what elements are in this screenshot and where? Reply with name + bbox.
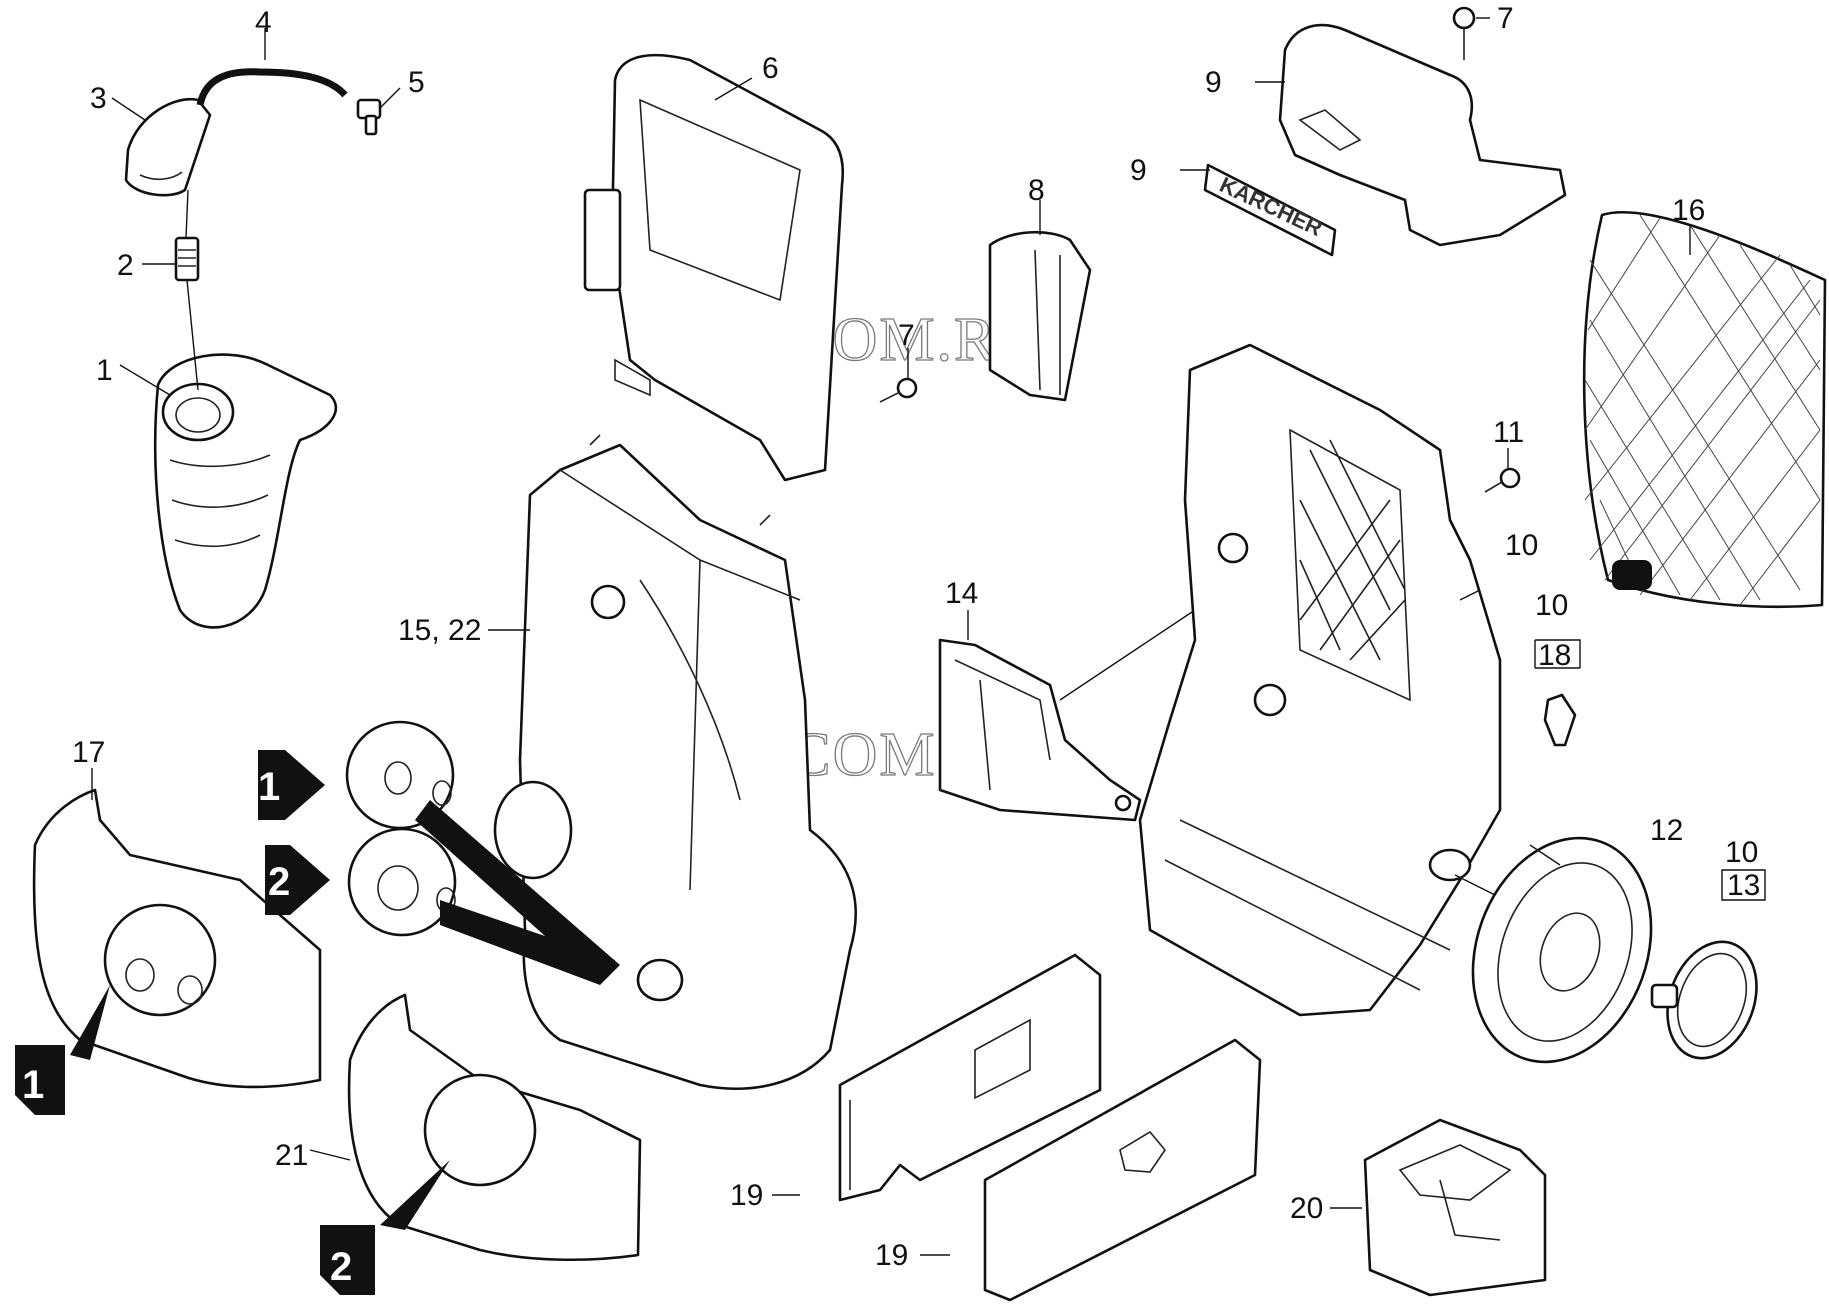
zoom-detail-variant-1-cover — [70, 903, 217, 1060]
callout-1: 1 — [96, 354, 113, 387]
callout-10b: 10 — [1535, 589, 1568, 622]
part-rear-frame — [1138, 343, 1516, 1017]
part-screw-b — [1452, 6, 1476, 60]
callout-numbers: 1 2 3 4 5 6 7 7 8 9 9 10 10 10 11 12 13 … — [72, 2, 1760, 1272]
callout-14: 14 — [945, 577, 978, 610]
callout-19a: 19 — [730, 1179, 763, 1212]
part-top-cover — [1278, 23, 1567, 247]
variant-badge-1-housing: 1 — [258, 750, 325, 820]
part-wheel — [1471, 836, 1653, 1064]
part-detergent-tank — [153, 353, 338, 629]
callout-6: 6 — [762, 52, 779, 85]
part-suction-head — [124, 97, 212, 239]
svg-text:1: 1 — [258, 765, 280, 809]
callout-10a: 10 — [1505, 529, 1538, 562]
part-handle-frame — [583, 53, 845, 482]
callout-10c: 10 — [1725, 836, 1758, 869]
zoom-detail-variant-1-housing — [345, 720, 620, 985]
leader-lines — [91, 17, 1766, 1256]
callout-13: 13 — [1727, 869, 1760, 902]
part-storage-net — [1582, 210, 1827, 609]
callout-8: 8 — [1028, 174, 1045, 207]
callout-15-22: 15, 22 — [398, 614, 481, 647]
callout-21: 21 — [275, 1139, 308, 1172]
svg-text:1: 1 — [22, 1063, 44, 1107]
part-hose-connector — [356, 98, 382, 136]
variant-badge-1-cover: 1 — [15, 1045, 65, 1115]
part-screw-a — [879, 377, 918, 403]
callout-12: 12 — [1650, 814, 1683, 847]
variant-badge-2-housing: 2 — [265, 845, 330, 915]
karcher-logo: KARCHER — [1216, 172, 1326, 241]
callout-19b: 19 — [875, 1239, 908, 1272]
part-brand-logo-plate: KARCHER — [1203, 163, 1337, 257]
callout-2: 2 — [117, 249, 134, 282]
callout-5: 5 — [408, 66, 425, 99]
part-filter — [174, 236, 200, 391]
part-hose-holder — [938, 599, 1211, 822]
part-push-clip — [1543, 693, 1577, 747]
callout-11: 11 — [1493, 416, 1524, 449]
part-accessory-holder — [1363, 1118, 1547, 1297]
part-foam-insert-b — [983, 1038, 1262, 1302]
callout-16: 16 — [1672, 194, 1705, 227]
part-screw-11 — [1484, 467, 1521, 493]
callout-17: 17 — [72, 736, 105, 769]
zoom-detail-variant-2-housing — [347, 827, 615, 985]
zoom-detail-variant-2-cover — [380, 1073, 537, 1230]
callout-20: 20 — [1290, 1192, 1323, 1225]
callout-7b: 7 — [1497, 2, 1514, 35]
svg-text:2: 2 — [330, 1245, 352, 1289]
callout-9b: 9 — [1130, 154, 1147, 187]
part-foam-insert-a — [838, 953, 1102, 1202]
callout-9a: 9 — [1205, 66, 1222, 99]
callout-18: 18 — [1538, 639, 1571, 672]
callout-7a: 7 — [898, 319, 915, 352]
svg-text:2: 2 — [268, 860, 290, 904]
callout-3: 3 — [90, 82, 107, 115]
part-hubcap — [1650, 940, 1758, 1060]
variant-badge-2-cover: 2 — [320, 1225, 375, 1295]
callout-4: 4 — [255, 6, 272, 39]
part-hose — [196, 68, 348, 106]
part-main-housing — [493, 434, 857, 1090]
part-clip — [988, 230, 1092, 402]
